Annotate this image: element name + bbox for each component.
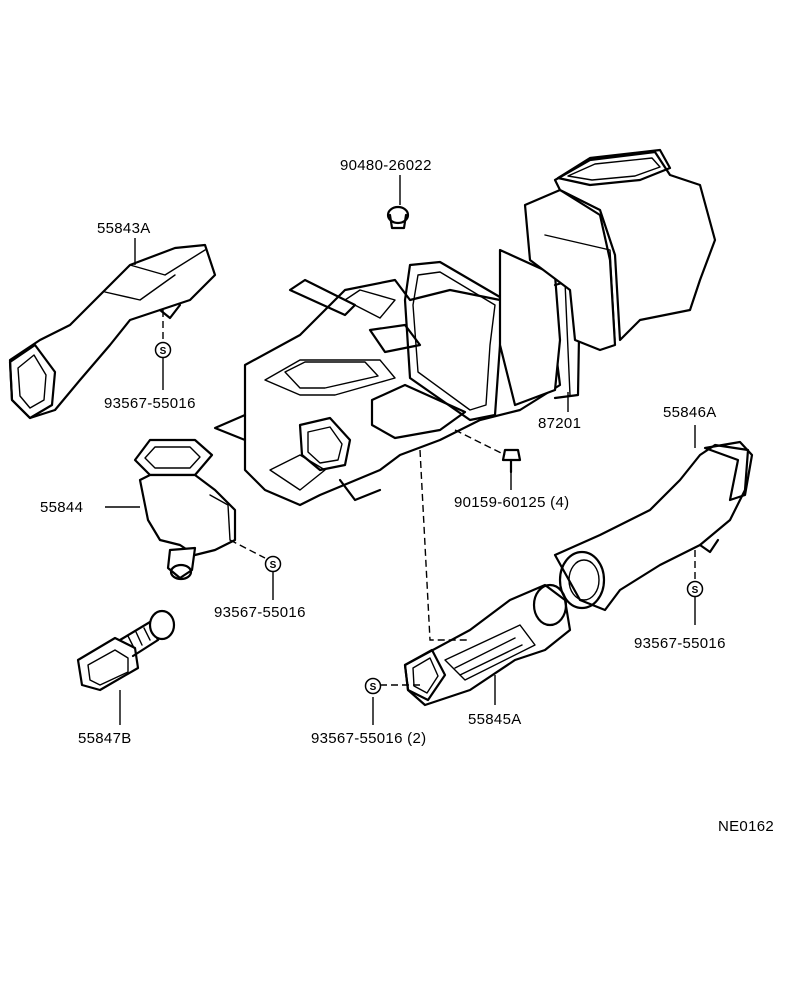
case-gasket-frame bbox=[370, 260, 507, 440]
screw-marker-d-text: S bbox=[370, 682, 377, 693]
leader-lines bbox=[105, 175, 696, 725]
screw-marker-b: S bbox=[264, 555, 282, 573]
label-55843A: 55843A bbox=[97, 220, 151, 237]
duct-55845A bbox=[403, 583, 572, 707]
label-55845A: 55845A bbox=[468, 711, 522, 728]
duct-55843A bbox=[8, 243, 217, 420]
heater-unit-assembly bbox=[213, 278, 562, 507]
screw-marker-d: S bbox=[364, 677, 382, 695]
label-93567-55016-c: 93567-55016 bbox=[634, 635, 726, 652]
screw-90159 bbox=[501, 448, 522, 474]
duct-55844 bbox=[133, 438, 237, 581]
screw-marker-c: S bbox=[686, 580, 704, 598]
screw-marker-c-text: S bbox=[692, 585, 699, 596]
label-87201: 87201 bbox=[538, 415, 581, 432]
diagram-reference-code: NE0162 bbox=[718, 818, 774, 835]
label-93567-55016-b: 93567-55016 bbox=[214, 604, 306, 621]
label-55847B: 55847B bbox=[78, 730, 132, 747]
evaporator-housing bbox=[498, 148, 717, 407]
label-93567-55016-d: 93567-55016 (2) bbox=[311, 730, 426, 747]
duct-55847B bbox=[76, 609, 176, 692]
label-90480-26022: 90480-26022 bbox=[340, 157, 432, 174]
screw-marker-a-text: S bbox=[160, 346, 167, 357]
screw-marker-b-text: S bbox=[270, 560, 277, 571]
label-93567-55016-a: 93567-55016 bbox=[104, 395, 196, 412]
clip-90480 bbox=[386, 205, 410, 230]
screw-marker-a: S bbox=[154, 341, 172, 359]
label-90159-60125: 90159-60125 (4) bbox=[454, 494, 569, 511]
label-55846A: 55846A bbox=[663, 404, 717, 421]
label-55844: 55844 bbox=[40, 499, 83, 516]
duct-55846A bbox=[553, 440, 754, 612]
